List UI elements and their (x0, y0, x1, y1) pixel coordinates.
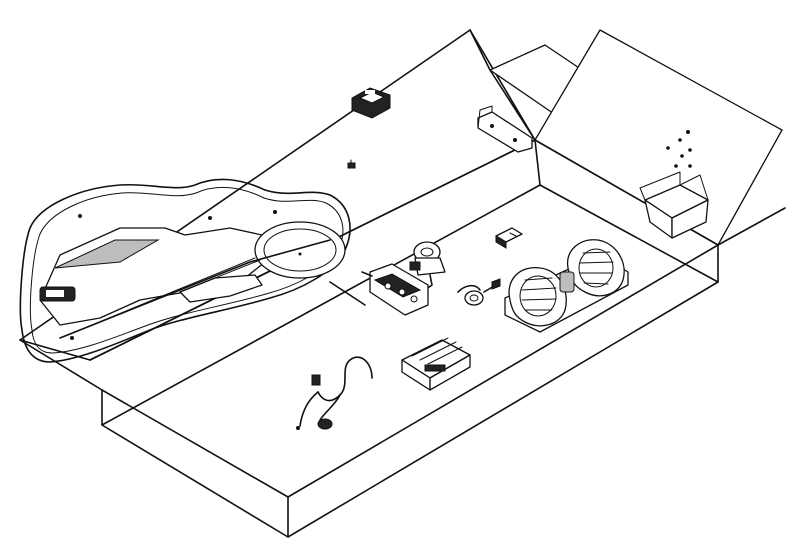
fuse-connector (495, 227, 523, 249)
thermostat-switch (457, 278, 501, 306)
evaporator-cover (401, 337, 471, 391)
switch-harness (296, 356, 373, 430)
mounting-bracket (477, 105, 533, 153)
hardware-bag (639, 130, 709, 239)
blower-motor-assembly (504, 239, 629, 333)
heater-core-housing (19, 178, 366, 363)
control-valve (409, 241, 446, 291)
control-head (361, 263, 429, 316)
control-panel (351, 87, 391, 119)
box (19, 29, 786, 538)
screw (347, 159, 356, 169)
screws (666, 130, 692, 168)
